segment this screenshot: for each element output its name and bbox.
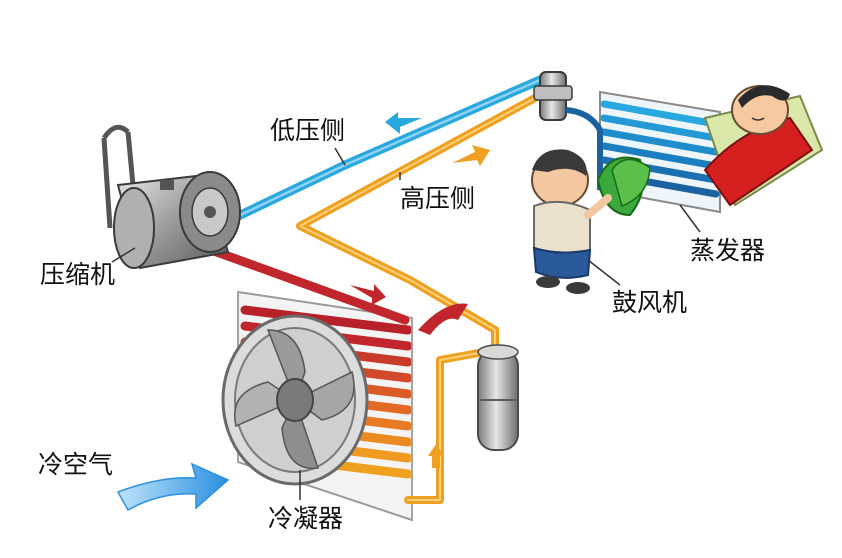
flow-arrows: [350, 112, 490, 468]
evaporator: [565, 90, 721, 214]
low-pressure-side-label: 低压侧: [270, 116, 346, 145]
blower-label: 鼓风机: [612, 288, 688, 317]
expansion-valve: [533, 71, 573, 121]
hot-gas-pipe: [195, 241, 410, 325]
cold-air-arrow: [116, 462, 230, 512]
condenser-label: 冷凝器: [268, 504, 344, 533]
evaporator-label: 蒸发器: [690, 236, 766, 265]
receiver-drier: [477, 344, 519, 451]
cold-air-label: 冷空气: [38, 450, 114, 479]
high-pressure-side-label: 高压侧: [400, 184, 476, 213]
compressor-label: 压缩机: [40, 260, 116, 289]
condenser-fan: [221, 314, 369, 486]
compressor: [101, 124, 241, 270]
sleeping-boy-illustration: [703, 85, 824, 207]
blower-boy-illustration: [531, 149, 651, 294]
leader-lines: [111, 147, 701, 500]
